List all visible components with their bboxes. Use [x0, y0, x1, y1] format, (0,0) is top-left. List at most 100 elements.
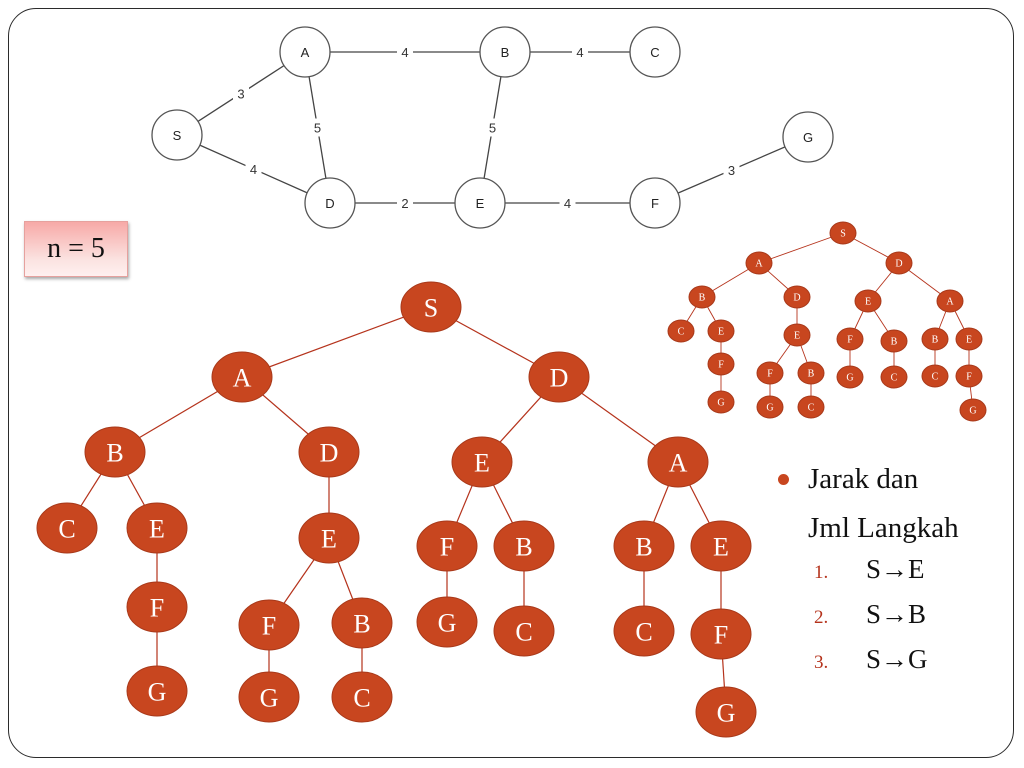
tree-node-label: B: [106, 438, 123, 467]
tree-node-label: C: [635, 617, 652, 646]
tree-node-label: G: [717, 698, 736, 727]
tree-node: [836, 327, 864, 351]
tree-node: [885, 251, 913, 275]
tree-edge: [758, 232, 844, 264]
tree-node-label: E: [865, 297, 871, 308]
edge-weight-bg: [309, 118, 326, 137]
tree-node-label: C: [515, 617, 532, 646]
tree-node-label: B: [891, 337, 898, 348]
graph-node-label: G: [803, 130, 813, 145]
tree-node-label: C: [58, 514, 75, 543]
tree-node: [707, 390, 735, 414]
tree-node: [238, 599, 300, 651]
edge-weight-label: 3: [728, 163, 735, 178]
tree-node: [695, 686, 757, 738]
tree-node: [854, 289, 882, 313]
item-number: 3.: [814, 652, 829, 673]
tree-node: [298, 512, 360, 564]
tree-node: [298, 426, 360, 478]
numbered-item: 1. S→E: [778, 554, 998, 599]
tree-node-label: F: [262, 611, 276, 640]
tree-node-label: E: [149, 514, 165, 543]
edge-weight-label: 5: [314, 121, 321, 136]
tree-node-label: B: [635, 532, 652, 561]
tree-node: [613, 605, 675, 657]
tree-node-label: G: [969, 406, 976, 417]
tree-node-label: D: [320, 438, 339, 467]
tree-node-label: C: [932, 372, 939, 383]
tree-node-label: G: [148, 677, 167, 706]
tree-node-label: F: [150, 593, 164, 622]
tree-node-label: G: [717, 398, 724, 409]
graph-node-label: C: [650, 45, 659, 60]
tree-node: [921, 364, 949, 388]
tree-node-label: E: [474, 448, 490, 477]
edge-weight-label: 5: [489, 121, 496, 136]
edge-weight-label: 4: [401, 45, 408, 60]
tree-node: [493, 605, 555, 657]
tree-node-label: B: [353, 609, 370, 638]
item-text: S→B: [866, 599, 927, 629]
tree-node: [416, 596, 478, 648]
edge-weight-label: 2: [401, 196, 408, 211]
tree-node-label: F: [767, 369, 773, 380]
tree-node: [451, 436, 513, 488]
edge-weight-bg: [397, 43, 413, 61]
tree-node: [126, 581, 188, 633]
tree-node: [921, 327, 949, 351]
tree-node-label: G: [846, 373, 853, 384]
bullet-panel: Jarak dan Jml Langkah 1. S→E 2. S→B 3. S…: [778, 456, 998, 689]
graph-node: [304, 177, 356, 229]
graph-node-label: D: [325, 196, 334, 211]
tree-node: [331, 671, 393, 723]
tree-node: [528, 351, 590, 403]
tree-node: [707, 352, 735, 376]
tree-node: [797, 361, 825, 385]
tree-node-label: C: [353, 683, 370, 712]
edge-weight-bg: [484, 118, 501, 137]
tree-node-label: C: [678, 327, 685, 338]
graph-node-label: A: [301, 45, 310, 60]
n-label: n = 5: [24, 221, 128, 277]
edge-weight-label: 3: [237, 87, 244, 102]
edge-weight-label: 4: [564, 196, 571, 211]
tree-node-label: S: [840, 229, 846, 240]
tree-node: [756, 395, 784, 419]
tree-node: [126, 502, 188, 554]
tree-node-label: C: [808, 403, 815, 414]
numbered-item: 2. S→B: [778, 599, 998, 644]
tree-node: [493, 520, 555, 572]
edge-weight-bg: [245, 160, 262, 178]
bullet-dot-icon: [778, 473, 789, 485]
edge-weight-label: 4: [250, 162, 257, 177]
tree-node-label: E: [321, 524, 337, 553]
graph-node: [151, 109, 203, 161]
tree-node: [400, 281, 462, 333]
item-text: S→E: [866, 554, 925, 584]
tree-node-label: E: [794, 331, 800, 342]
tree-node: [797, 395, 825, 419]
tree-node-label: E: [966, 335, 972, 346]
tree-node: [238, 671, 300, 723]
tree-node-label: D: [550, 363, 569, 392]
tree-node-label: S: [424, 293, 438, 322]
tree-node: [836, 365, 864, 389]
tree-node-label: G: [766, 403, 773, 414]
tree-node: [331, 597, 393, 649]
tree-node: [955, 364, 983, 388]
tree-node-label: A: [669, 448, 688, 477]
tree-edge: [241, 306, 432, 378]
tree-node-label: D: [895, 259, 902, 270]
edge-weight-bg: [723, 161, 740, 179]
tree-node: [707, 319, 735, 343]
tree-node-label: B: [932, 335, 939, 346]
tree-node: [955, 327, 983, 351]
graph-node-label: E: [476, 196, 485, 211]
tree-node: [783, 323, 811, 347]
tree-node: [647, 436, 709, 488]
tree-node: [745, 251, 773, 275]
tree-node: [829, 221, 857, 245]
bullet-text: Jarak dan: [808, 462, 919, 495]
